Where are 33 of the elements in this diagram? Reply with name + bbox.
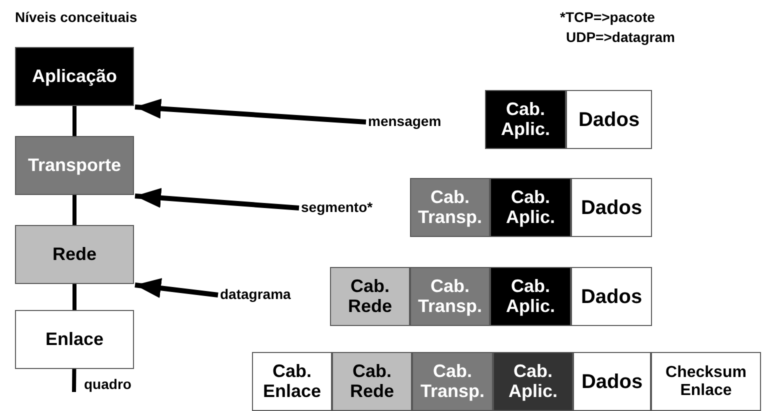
pdu-label: quadro	[84, 375, 132, 393]
header-cell: Cab. Enlace	[252, 352, 332, 411]
layer-box: Rede	[15, 225, 134, 284]
note-text: *TCP=>pacote	[560, 8, 655, 26]
connector-line	[72, 106, 76, 136]
pdu-label: mensagem	[366, 112, 456, 132]
arrow	[134, 98, 366, 124]
header-cell: Cab. Aplic.	[490, 267, 571, 326]
header-cell: Cab. Aplic.	[490, 178, 571, 237]
header-cell: Cab. Transp.	[410, 178, 490, 237]
data-cell: Dados	[566, 90, 652, 149]
arrow	[134, 188, 300, 210]
header-cell: Cab. Aplic.	[485, 90, 566, 149]
header-cell: Cab. Rede	[332, 352, 412, 411]
pdu-label: datagrama	[218, 285, 308, 305]
arrow	[134, 278, 218, 298]
note-text: UDP=>datagram	[566, 28, 675, 46]
header-cell: Cab. Transp.	[412, 352, 493, 411]
layer-box: Transporte	[15, 136, 134, 195]
layer-box: Enlace	[15, 310, 134, 369]
connector-line	[72, 368, 76, 392]
header-cell: Cab. Aplic.	[493, 352, 573, 411]
pdu-label: segmento*	[299, 198, 389, 218]
connector-line	[72, 284, 76, 310]
diagram-title: Níveis conceituais	[15, 8, 138, 26]
data-cell: Dados	[571, 267, 652, 326]
header-cell: Cab. Rede	[330, 267, 410, 326]
connector-line	[72, 195, 76, 225]
checksum-cell: Checksum Enlace	[651, 352, 761, 411]
header-cell: Cab. Transp.	[410, 267, 490, 326]
data-cell: Dados	[571, 178, 652, 237]
data-cell: Dados	[573, 352, 651, 411]
layer-box: Aplicação	[15, 47, 134, 106]
